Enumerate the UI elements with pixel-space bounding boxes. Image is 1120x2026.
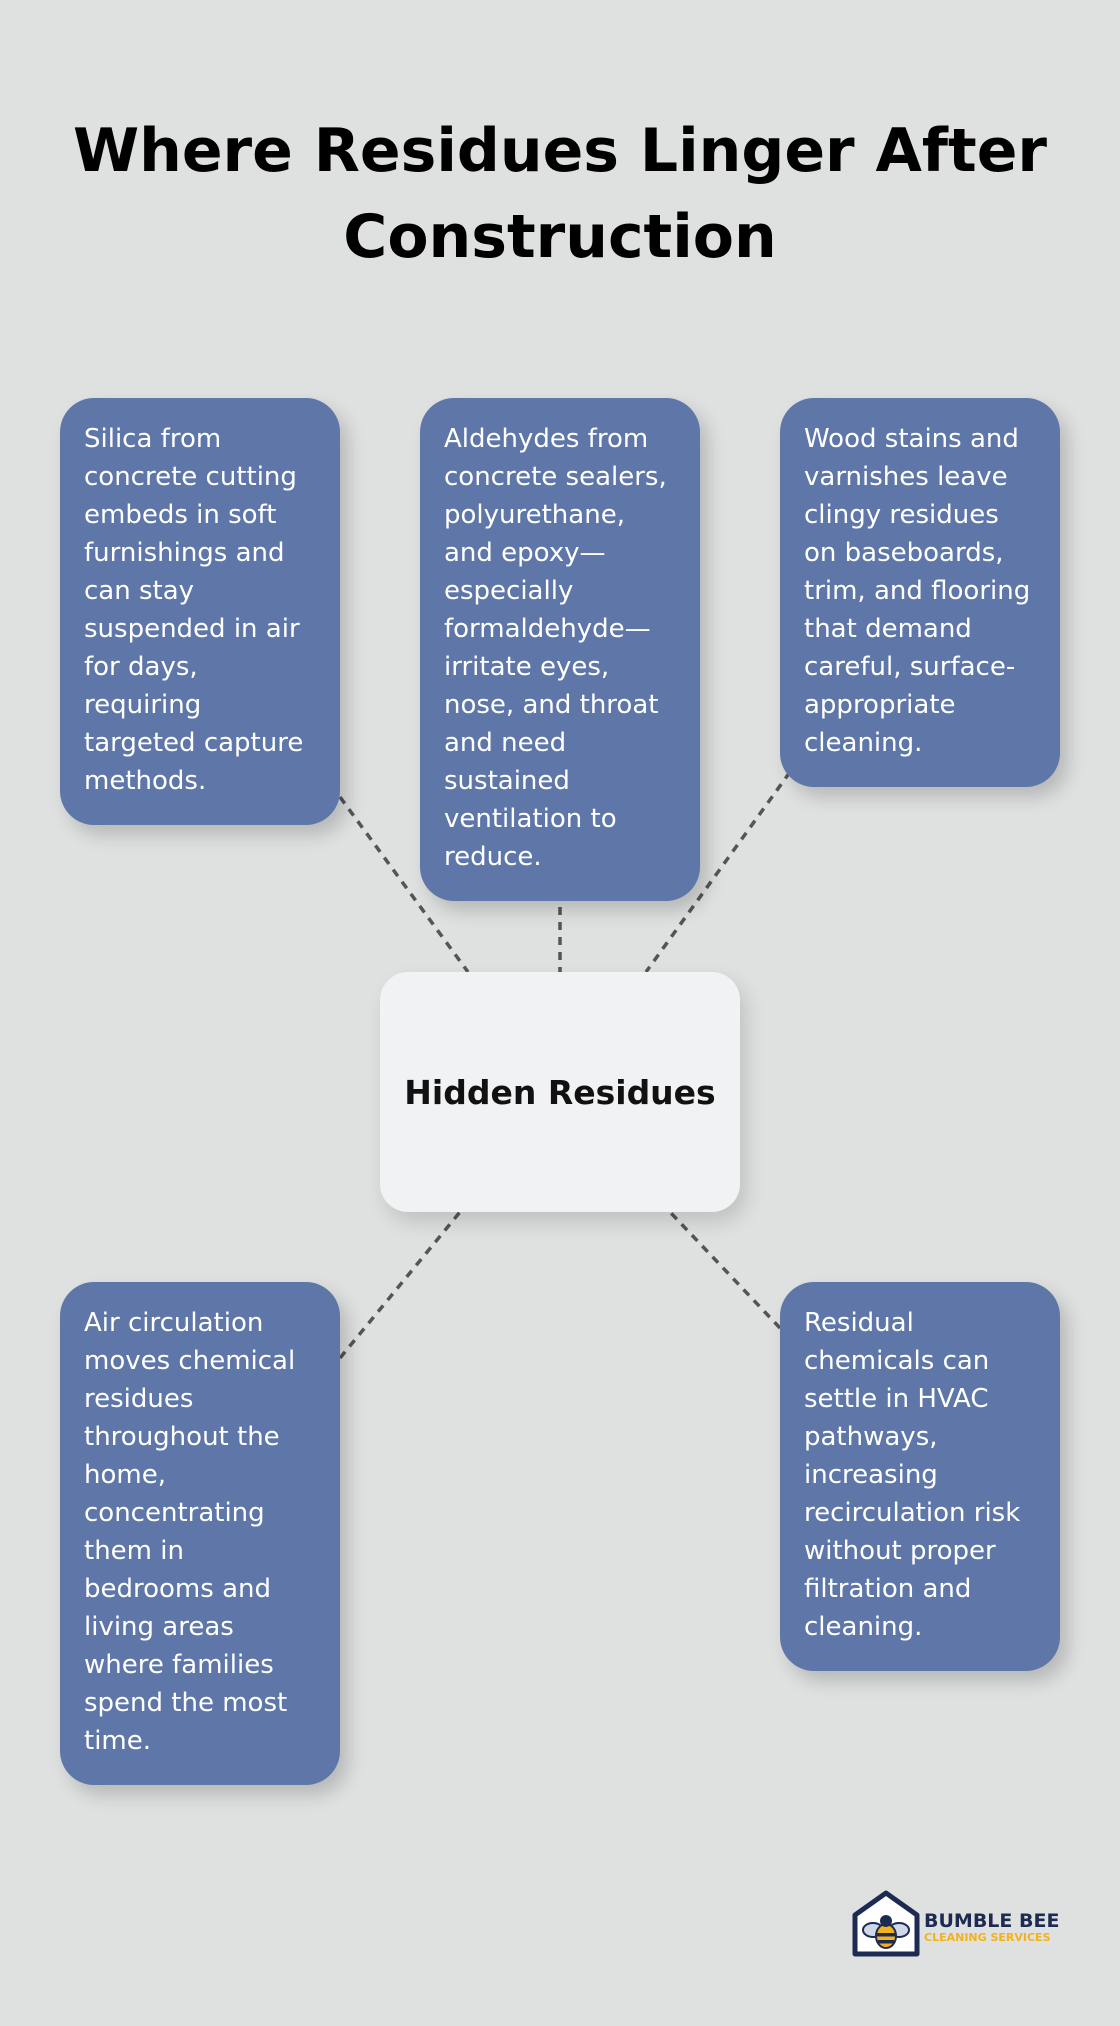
logo-tagline: CLEANING SERVICES <box>924 1931 1051 1944</box>
bee-house-icon <box>852 1890 920 1957</box>
hub-node: Hidden Residues <box>380 972 740 1212</box>
connector-top-left <box>338 795 470 974</box>
card-text: Aldehydes from concrete sealers, polyure… <box>444 424 667 872</box>
connector-top-right <box>644 770 792 974</box>
card-text: Wood stains and varnishes leave clingy r… <box>804 424 1031 758</box>
page-title: Where Residues Linger After Construction <box>72 116 1048 272</box>
logo-brand-text: BUMBLE BEE <box>924 1910 1060 1932</box>
card-text: Silica from concrete cutting embeds in s… <box>84 424 304 796</box>
connector-bottom-right <box>668 1210 782 1330</box>
card-text: Residual chemicals can settle in HVAC pa… <box>804 1308 1021 1642</box>
residue-card-aldehydes: Aldehydes from concrete sealers, polyure… <box>420 398 700 901</box>
hub-label: Hidden Residues <box>404 1072 716 1112</box>
residue-card-hvac: Residual chemicals can settle in HVAC pa… <box>780 1282 1060 1671</box>
residue-card-silica: Silica from concrete cutting embeds in s… <box>60 398 340 825</box>
residue-card-air-circulation: Air circulation moves chemical residues … <box>60 1282 340 1785</box>
connector-bottom-left <box>338 1210 462 1360</box>
residue-card-wood-stains: Wood stains and varnishes leave clingy r… <box>780 398 1060 787</box>
brand-logo: BUMBLE BEE CLEANING SERVICES <box>850 1888 1060 1958</box>
card-text: Air circulation moves chemical residues … <box>84 1308 296 1756</box>
